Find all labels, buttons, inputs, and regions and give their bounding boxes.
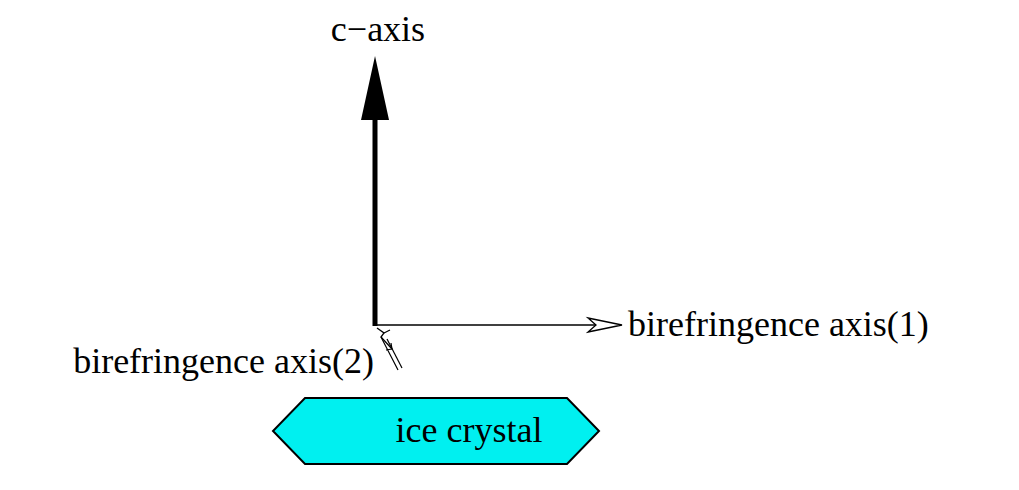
axis1-shaft	[375, 324, 596, 326]
axis-label: c−axis	[331, 10, 425, 50]
axis-label: birefringence axis(2)	[73, 342, 374, 382]
ice-crystal-hexagon: ice crystal	[272, 397, 600, 465]
axis2-shaft	[377, 328, 392, 349]
axis2-stroke	[387, 339, 402, 368]
axis1-head	[588, 318, 622, 332]
axis2-head	[381, 330, 398, 370]
hexagon-shape	[273, 398, 599, 464]
c-axis-shaft	[373, 118, 378, 326]
c-axis-head	[361, 56, 389, 120]
axis-label: birefringence axis(1)	[628, 305, 929, 345]
crystal-label: ice crystal	[396, 411, 543, 451]
